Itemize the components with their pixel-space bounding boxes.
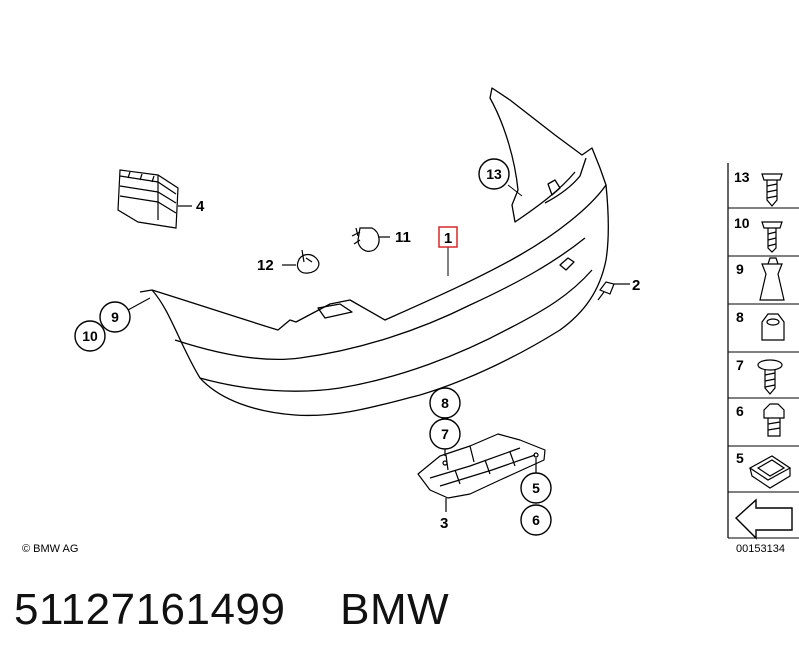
hardware-sidebar: 13 10 9 8 bbox=[727, 163, 799, 555]
caption: 51127161499 BMW bbox=[14, 585, 449, 635]
nut-8-icon bbox=[761, 313, 785, 341]
part-2-drawing bbox=[597, 281, 630, 301]
svg-text:1: 1 bbox=[444, 230, 452, 247]
part-number: 51127161499 bbox=[14, 585, 286, 634]
clip-11-drawing bbox=[351, 227, 390, 252]
sidebar-item-8: 8 bbox=[728, 309, 799, 353]
callout-11: 11 bbox=[395, 229, 411, 246]
sidebar-item-10: 10 bbox=[728, 215, 799, 257]
sidebar-item-6: 6 bbox=[728, 403, 799, 447]
callout-5: 5 bbox=[520, 472, 552, 504]
sidebar-item-9: 9 bbox=[728, 257, 799, 305]
sidebar-item-7: 7 bbox=[728, 357, 799, 399]
leader-lines bbox=[127, 184, 523, 311]
callout-1-highlight: 1 bbox=[438, 226, 458, 248]
svg-text:9: 9 bbox=[736, 261, 744, 277]
sidebar-item-13: 13 bbox=[728, 169, 799, 209]
svg-text:8: 8 bbox=[441, 395, 449, 411]
screw-13-icon bbox=[761, 173, 783, 207]
rear-bumper-drawing bbox=[139, 87, 609, 417]
svg-text:6: 6 bbox=[736, 403, 744, 419]
callout-9: 9 bbox=[99, 301, 131, 333]
svg-text:10: 10 bbox=[734, 215, 750, 231]
callout-6: 6 bbox=[520, 504, 552, 536]
callout-8: 8 bbox=[429, 387, 461, 419]
brand-name: BMW bbox=[340, 585, 450, 634]
copyright-text: © BMW AG bbox=[22, 543, 78, 555]
svg-text:6: 6 bbox=[532, 512, 540, 528]
callout-2: 2 bbox=[632, 277, 640, 294]
svg-text:10: 10 bbox=[82, 328, 98, 344]
callout-12: 12 bbox=[257, 257, 274, 274]
callout-10: 10 bbox=[74, 320, 106, 352]
svg-text:8: 8 bbox=[736, 309, 744, 325]
orientation-arrow-icon bbox=[734, 498, 793, 540]
image-code: 00153134 bbox=[736, 543, 785, 555]
clip-12-drawing bbox=[282, 249, 320, 274]
speed-nut-5-icon bbox=[748, 455, 792, 489]
bolt-6-icon bbox=[763, 403, 785, 437]
svg-text:5: 5 bbox=[736, 450, 744, 466]
screw-7-icon bbox=[757, 359, 783, 395]
vent-grille-drawing bbox=[117, 169, 192, 229]
clip-nut-9-icon bbox=[759, 257, 785, 301]
svg-text:13: 13 bbox=[734, 169, 750, 185]
screw-10-icon bbox=[761, 221, 783, 253]
callout-7: 7 bbox=[429, 418, 461, 450]
sidebar-item-5: 5 bbox=[728, 450, 799, 493]
callout-13: 13 bbox=[478, 158, 510, 190]
callout-4: 4 bbox=[196, 198, 205, 215]
svg-text:13: 13 bbox=[486, 166, 502, 182]
svg-text:9: 9 bbox=[111, 309, 119, 325]
callout-3: 3 bbox=[440, 515, 448, 532]
underbody-panel-drawing bbox=[417, 433, 546, 512]
svg-text:7: 7 bbox=[441, 426, 449, 442]
svg-text:7: 7 bbox=[736, 357, 744, 373]
svg-text:5: 5 bbox=[532, 480, 540, 496]
